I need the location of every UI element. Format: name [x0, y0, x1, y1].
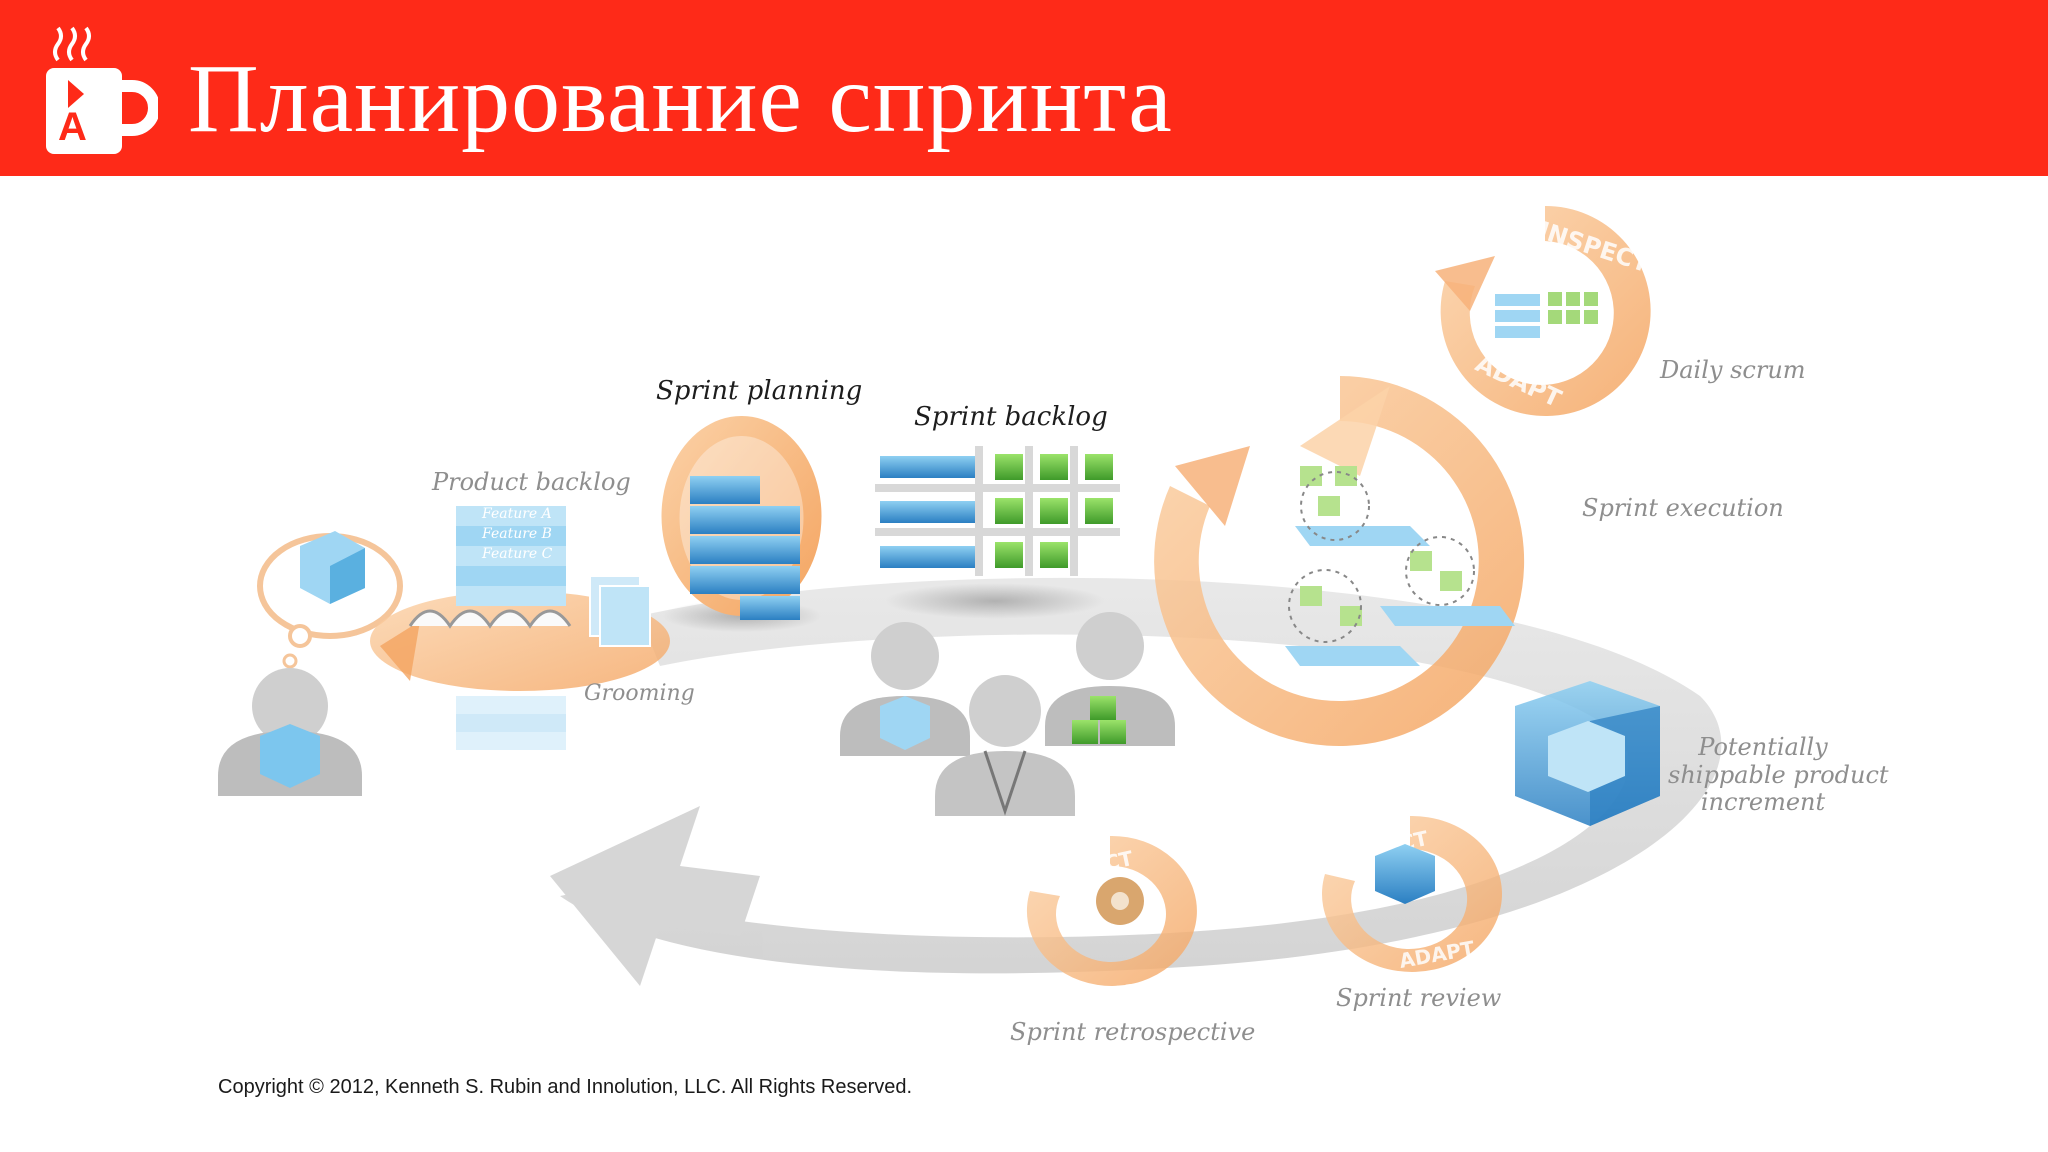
- sprint-execution-label: Sprint execution: [1582, 494, 1784, 522]
- sprint-review-label: Sprint review: [1336, 984, 1502, 1012]
- sprint-backlog-label: Sprint backlog: [914, 402, 1108, 432]
- daily-scrum-loop: INSPECT ADAPT: [1435, 205, 1653, 416]
- feature-c-label: Feature C: [482, 546, 553, 562]
- product-backlog-stack: [370, 506, 670, 750]
- product-increment-cube: [1515, 681, 1660, 826]
- feature-b-label: Feature B: [482, 526, 552, 542]
- logo-letter: A: [58, 105, 87, 149]
- page-title: Планирование спринта: [188, 45, 1173, 153]
- sprint-planning-label: Sprint planning: [656, 376, 863, 406]
- sprint-review-loop: INSPECT ADAPT: [1321, 815, 1502, 973]
- product-owner-figure: [218, 531, 403, 796]
- sprint-backlog-grid: [875, 446, 1120, 619]
- sprint-execution-loop: [1154, 376, 1525, 746]
- feature-a-label: Feature A: [482, 506, 552, 522]
- sprint-planning-icon: [661, 416, 822, 632]
- product-backlog-label: Product backlog: [432, 468, 631, 496]
- scrum-diagram: INSPECT ADAPT INSPECT ADAPT: [0, 176, 2048, 1152]
- copyright-notice: Copyright © 2012, Kenneth S. Rubin and I…: [218, 1076, 913, 1098]
- increment-label-line-1: Potentially: [1698, 733, 1828, 761]
- daily-scrum-label: Daily scrum: [1660, 356, 1806, 384]
- increment-label: Potentially shippable product increment: [1668, 733, 1889, 817]
- coffee-mug-icon: A: [46, 26, 158, 154]
- sprint-retrospective-label: Sprint retrospective: [1010, 1018, 1256, 1046]
- increment-label-line-3: increment: [1700, 788, 1826, 817]
- scrum-team-figures: [840, 612, 1175, 816]
- title-bar: A Планирование спринта: [0, 0, 2048, 176]
- sprint-retrospective-loop: INSPECT ADAPT: [1026, 835, 1197, 1007]
- grooming-label: Grooming: [584, 681, 695, 706]
- scrum-flow-graphic: INSPECT ADAPT INSPECT ADAPT: [218, 205, 1722, 1007]
- increment-label-line-2: shippable product: [1668, 760, 1889, 789]
